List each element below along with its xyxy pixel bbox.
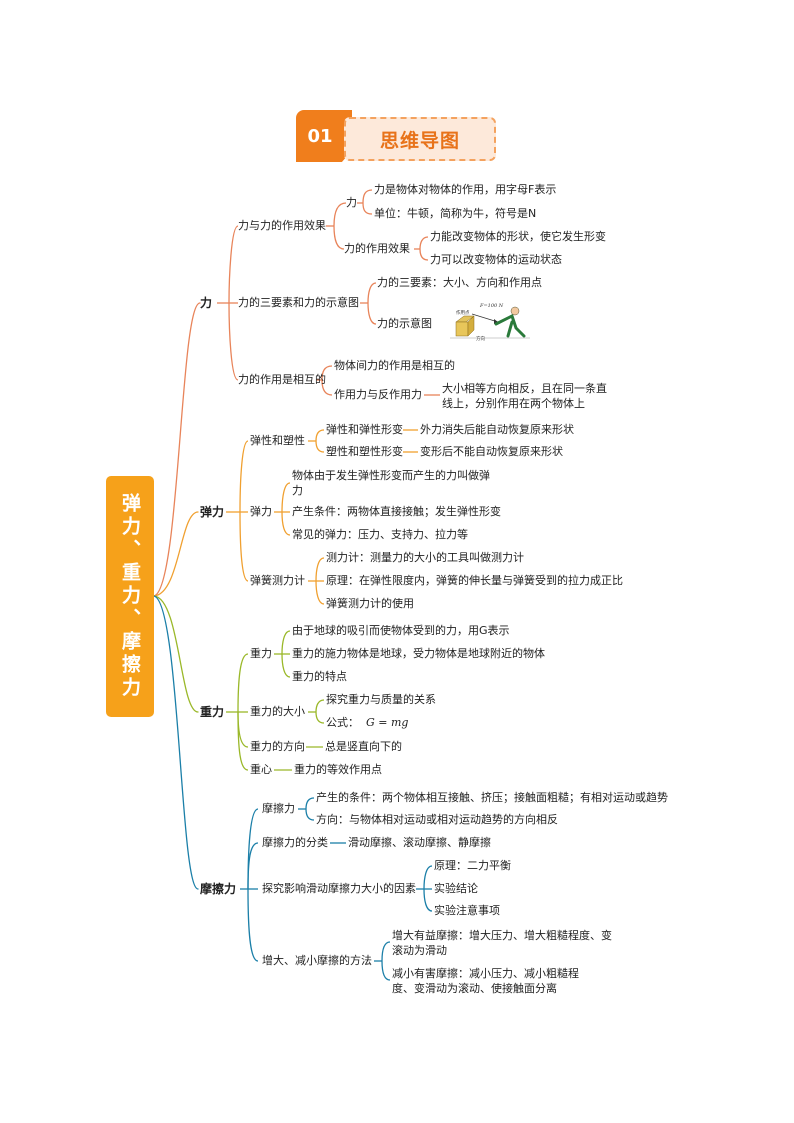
tanli-leaf-c1: 测力计：测量力的大小的工具叫做测力计	[326, 551, 524, 564]
branch-moca: 摩擦力	[200, 882, 237, 896]
li-node-c: 力的作用是相互的	[238, 373, 326, 386]
branch-tanli: 弹力	[200, 505, 225, 519]
zhongli-node-c: 重力的方向	[250, 740, 305, 753]
section-header: 01 思维导图	[296, 110, 501, 164]
zhongli-leaf-a3: 重力的特点	[292, 670, 347, 683]
moca-connectors	[240, 797, 433, 981]
zhongli-leaf-d1: 重力的等效作用点	[294, 763, 382, 776]
li-node-c2: 作用力与反作用力	[334, 388, 422, 401]
tanli-node-b: 弹力	[250, 505, 272, 518]
zhongli-leaf-c1: 总是竖直向下的	[325, 740, 402, 753]
zhongli-leaf-b2: 公式：	[326, 716, 359, 729]
gravity-formula: G = mg	[366, 716, 409, 729]
li-node-b: 力的三要素和力的示意图	[238, 296, 359, 309]
zhongli-node-d: 重心	[250, 763, 272, 776]
tanli-leaf-a2a: 变形后不能自动恢复原来形状	[420, 445, 563, 458]
force-diagram-illustration: F=100 N 作用点 方向	[450, 303, 530, 342]
tanli-leaf-b1: 物体由于发生弹性形变而产生的力叫做弹力	[292, 469, 490, 497]
force-label: F=100 N	[479, 303, 504, 309]
li-node-a: 力与力的作用效果	[238, 219, 326, 232]
tanli-leaf-b3: 常见的弹力：压力、支持力、拉力等	[292, 528, 468, 541]
li-leaf-a2b: 力可以改变物体的运动状态	[430, 253, 562, 266]
tanli-connectors	[226, 429, 418, 605]
moca-leaf-a2: 方向：与物体相对运动或相对运动趋势的方向相反	[316, 813, 558, 826]
direction-label: 方向	[476, 335, 485, 342]
root-connectors	[153, 302, 201, 890]
moca-node-d: 增大、减小摩擦的方法	[262, 954, 372, 967]
moca-leaf-c3: 实验注意事项	[434, 904, 500, 917]
li-leaf-a1a: 力是物体对物体的作用，用字母F表示	[374, 183, 557, 196]
tanli-leaf-b2: 产生条件：两物体直接接触；发生弹性形变	[292, 505, 501, 518]
zhongli-node-b: 重力的大小	[250, 705, 305, 718]
moca-node-b: 摩擦力的分类	[262, 836, 328, 849]
section-number: 01	[296, 110, 352, 162]
li-leaf-b2: 力的示意图	[377, 317, 432, 330]
zhongli-leaf-a1: 由于地球的吸引而使物体受到的力，用G表示	[292, 624, 510, 637]
moca-node-c: 探究影响滑动摩擦力大小的因素	[262, 882, 416, 895]
moca-leaf-d2: 减小有害摩擦：减小压力、减小粗糙程度、变滑动为滚动、使接触面分离	[392, 967, 579, 995]
li-connectors	[217, 189, 440, 396]
moca-leaf-d1: 增大有益摩擦：增大压力、增大粗糙程度、变滚动为滑动	[392, 929, 612, 957]
point-label: 作用点	[456, 309, 470, 316]
moca-leaf-c2: 实验结论	[434, 882, 478, 895]
tanli-node-c: 弹簧测力计	[250, 574, 305, 587]
li-leaf-a1b: 单位：牛顿，简称为牛，符号是N	[374, 207, 537, 220]
li-node-a1: 力	[346, 196, 357, 209]
moca-leaf-b1: 滑动摩擦、滚动摩擦、静摩擦	[348, 836, 491, 849]
tanli-leaf-a1a: 外力消失后能自动恢复原来形状	[420, 423, 574, 436]
li-leaf-c1: 物体间力的作用是相互的	[334, 359, 455, 372]
li-leaf-b1: 力的三要素：大小、方向和作用点	[377, 276, 542, 289]
branch-li: 力	[200, 296, 213, 310]
zhongli-connectors	[226, 630, 325, 771]
tanli-node-a2: 塑性和塑性形变	[326, 445, 403, 458]
zhongli-node-a: 重力	[250, 647, 272, 660]
section-title: 思维导图	[344, 117, 496, 161]
tanli-node-a: 弹性和塑性	[250, 434, 305, 447]
root-topic: 弹力、重力、摩擦力	[106, 476, 154, 717]
moca-leaf-c1: 原理：二力平衡	[434, 859, 511, 872]
branch-zhongli: 重力	[200, 705, 225, 719]
tanli-node-a1: 弹性和弹性形变	[326, 423, 403, 436]
tanli-leaf-c3: 弹簧测力计的使用	[326, 597, 414, 610]
moca-leaf-a1: 产生的条件：两个物体相互接触、挤压；接触面粗糙；有相对运动或趋势	[316, 791, 668, 804]
tanli-leaf-c2: 原理：在弹性限度内，弹簧的伸长量与弹簧受到的拉力成正比	[326, 574, 623, 587]
zhongli-leaf-b1: 探究重力与质量的关系	[326, 693, 436, 706]
li-node-a2: 力的作用效果	[344, 242, 410, 255]
moca-node-a: 摩擦力	[262, 802, 295, 815]
zhongli-leaf-a2: 重力的施力物体是地球，受力物体是地球附近的物体	[292, 647, 545, 660]
li-leaf-c2a: 大小相等方向相反，且在同一条直线上，分别作用在两个物体上	[442, 382, 607, 410]
li-leaf-a2a: 力能改变物体的形状，使它发生形变	[430, 230, 606, 243]
